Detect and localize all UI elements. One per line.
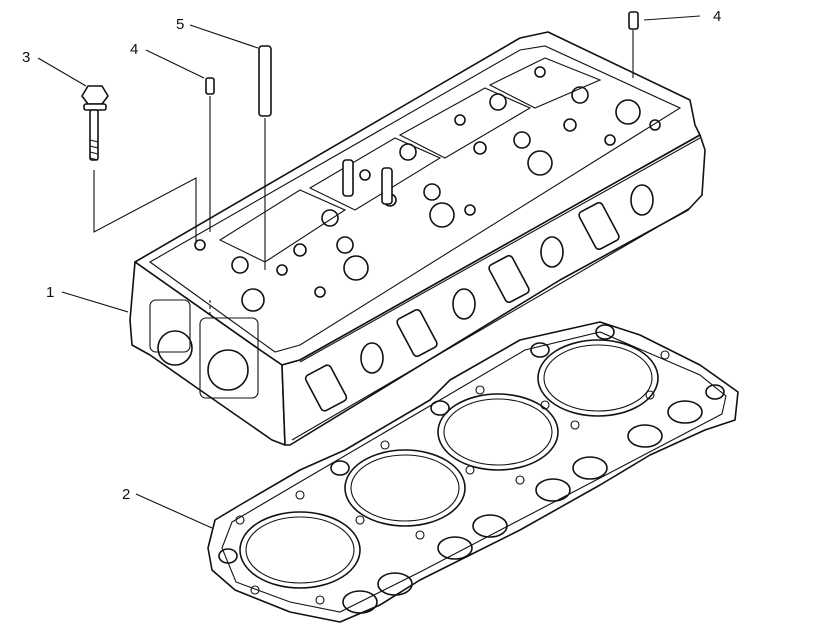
dowel-pin-left	[205, 77, 215, 316]
head-gasket	[207, 321, 739, 623]
gasket-bolt-holes	[235, 350, 670, 605]
gasket-bore-3	[437, 393, 559, 471]
gasket-bore-4	[537, 339, 659, 417]
head-bolt	[81, 85, 197, 244]
gasket-water-passages	[218, 324, 725, 614]
callout-1: 1	[46, 284, 54, 301]
leader-3	[37, 57, 87, 87]
callout-3: 3	[22, 49, 30, 66]
callout-4-right: 4	[713, 8, 721, 25]
guide-pin	[258, 45, 272, 270]
head-deck-ports	[148, 45, 682, 353]
gasket-outline	[207, 321, 739, 623]
leader-4a	[145, 49, 205, 79]
callout-leaders	[37, 15, 701, 529]
leader-2	[135, 493, 213, 529]
callout-2: 2	[122, 486, 130, 503]
callout-labels: 1 2 3 4 4 5	[22, 8, 721, 503]
gasket-bore-2	[344, 449, 466, 527]
side-ports	[291, 137, 701, 441]
leader-1	[61, 291, 129, 313]
end-face-openings	[149, 299, 259, 399]
deck-studs	[342, 159, 393, 205]
leader-5	[189, 24, 259, 49]
cylinder-head	[129, 31, 706, 446]
head-end-face	[129, 261, 286, 446]
head-side-face	[281, 134, 706, 446]
gasket-bore-1	[239, 511, 361, 589]
callout-5: 5	[176, 16, 184, 33]
callout-4-left: 4	[130, 41, 138, 58]
leader-4b	[643, 15, 701, 21]
dowel-pin-right	[628, 11, 639, 78]
